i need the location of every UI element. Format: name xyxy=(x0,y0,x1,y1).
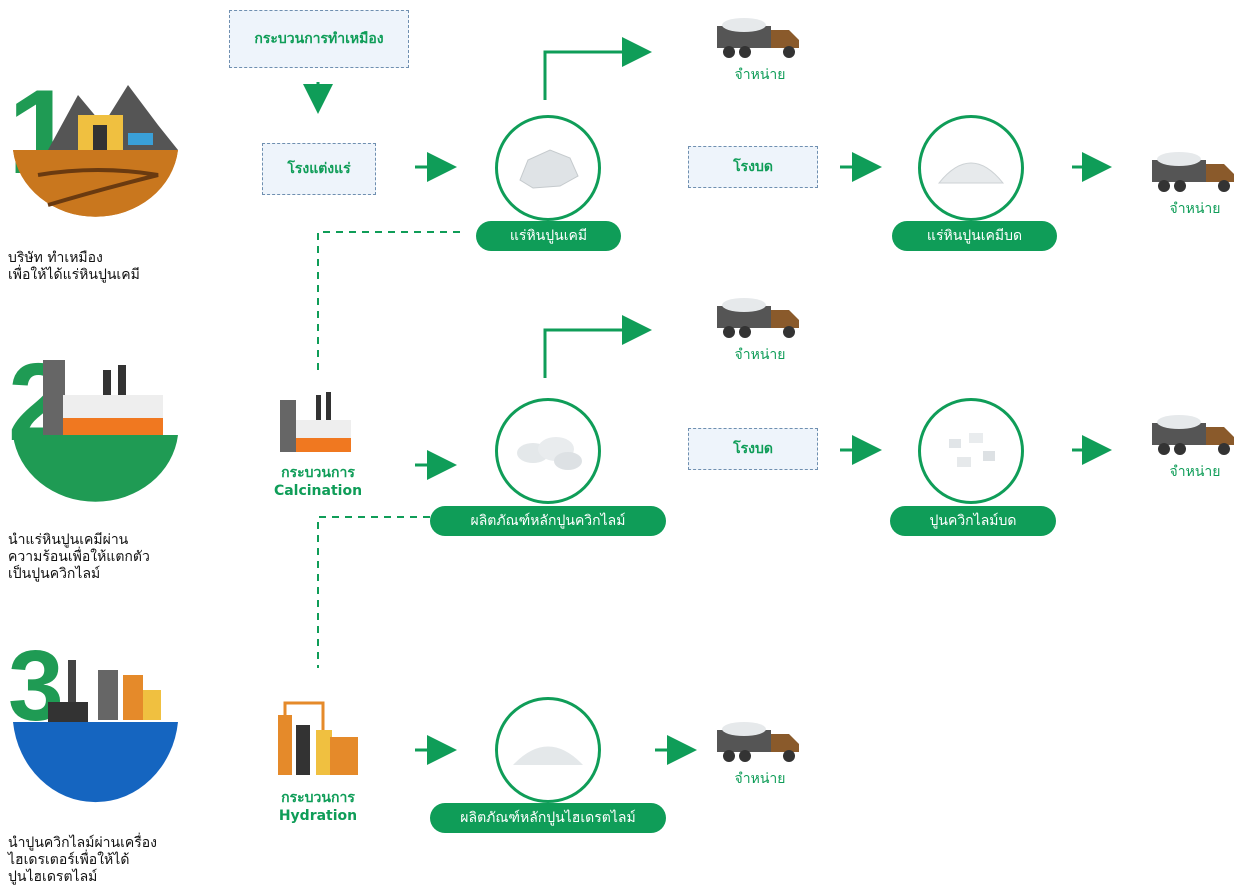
ground-limestone-circle xyxy=(918,115,1024,221)
quicklime-lumps-icon xyxy=(517,437,582,470)
step-2-illustration: 2 xyxy=(8,340,183,515)
hydration-process: กระบวนการ Hydration xyxy=(258,695,378,825)
dashed-quicklime-hydration xyxy=(317,516,430,668)
step-2-description: นำแร่หินปูนเคมีผ่าน ความร้อนเพื่อให้แตกต… xyxy=(8,532,198,583)
calcination-line-2: Calcination xyxy=(273,483,363,499)
crushed-quicklime-icon xyxy=(949,433,995,467)
powder-pile-icon xyxy=(513,746,583,765)
mining-process-box: กระบวนการทำเหมือง xyxy=(229,10,409,68)
truck-sell-3: จำหน่าย xyxy=(715,296,805,366)
limestone-circle xyxy=(495,115,601,221)
grinding-plant-label-1: โรงบด xyxy=(733,159,773,175)
step-3-description: นำปูนควิกไลม์ผ่านเครื่อง ไฮเดรเตอร์เพื่อ… xyxy=(8,835,208,886)
sell-label-1: จำหน่าย xyxy=(734,67,786,83)
mining-process-label: กระบวนการทำเหมือง xyxy=(254,31,384,47)
step-1-line-2: เพื่อให้ได้แร่หินปูนเคมี xyxy=(8,267,140,283)
ground-limestone-pill: แร่หินปูนเคมีบด xyxy=(892,221,1057,251)
ground-quicklime-pill: ปูนควิกไลม์บด xyxy=(890,506,1056,536)
quicklime-label: ผลิตภัณฑ์หลักปูนควิกไลม์ xyxy=(470,513,626,529)
sell-label-5: จำหน่าย xyxy=(734,771,786,787)
hydrated-lime-label: ผลิตภัณฑ์หลักปูนไฮเดรตไลม์ xyxy=(460,810,636,826)
limestone-pill: แร่หินปูนเคมี xyxy=(476,221,621,251)
step-1-illustration: 1 xyxy=(8,55,183,230)
sell-label-2: จำหน่าย xyxy=(1169,201,1221,217)
step-1-line-1: บริษัท ทำเหมือง xyxy=(8,250,103,266)
truck-icon xyxy=(717,722,799,762)
quicklime-pill: ผลิตภัณฑ์หลักปูนควิกไลม์ xyxy=(430,506,666,536)
hydration-line-1: กระบวนการ xyxy=(281,790,355,806)
step-2-line-1: นำแร่หินปูนเคมีผ่าน xyxy=(8,532,129,548)
step-3-illustration: 3 xyxy=(8,630,183,820)
ground-quicklime-label: ปูนควิกไลม์บด xyxy=(929,513,1017,529)
hydration-line-2: Hydration xyxy=(278,808,358,824)
crushed-limestone-icon xyxy=(937,162,1005,184)
truck-sell-2: จำหน่าย xyxy=(1150,150,1240,220)
hydrator-plant-icon xyxy=(278,701,358,775)
truck-icon xyxy=(717,18,799,58)
arrow-limestone-to-sell xyxy=(543,37,652,100)
truck-icon xyxy=(1152,415,1234,455)
processing-plant-box: โรงแต่งแร่ xyxy=(262,143,376,195)
calcination-process: กระบวนการ Calcination xyxy=(258,390,378,500)
limestone-rock-icon xyxy=(519,149,579,189)
limestone-label: แร่หินปูนเคมี xyxy=(509,228,588,244)
ground-limestone-label: แร่หินปูนเคมีบด xyxy=(926,228,1023,244)
step-1-description: บริษัท ทำเหมือง เพื่อให้ได้แร่หินปูนเคมี xyxy=(8,250,198,284)
arrow-quicklime-to-sell xyxy=(543,315,652,378)
truck-sell-5: จำหน่าย xyxy=(715,720,805,790)
truck-icon xyxy=(717,298,799,338)
grinding-plant-box-2: โรงบด xyxy=(688,428,818,470)
hydrated-lime-pill: ผลิตภัณฑ์หลักปูนไฮเดรตไลม์ xyxy=(430,803,666,833)
dashed-limestone-calcination xyxy=(317,231,460,375)
grinding-plant-label-2: โรงบด xyxy=(733,441,773,457)
sell-label-3: จำหน่าย xyxy=(734,347,786,363)
step-2-line-3: เป็นปูนควิกไลม์ xyxy=(8,566,101,582)
calcination-line-1: กระบวนการ xyxy=(281,465,355,481)
truck-icon xyxy=(1152,152,1234,192)
step-3-line-2: ไฮเดรเตอร์เพื่อให้ได้ xyxy=(8,852,130,868)
truck-sell-1: จำหน่าย xyxy=(715,16,805,86)
grinding-plant-box-1: โรงบด xyxy=(688,146,818,188)
factory-icon xyxy=(280,392,351,452)
hydrated-lime-circle xyxy=(495,697,601,803)
step-3-line-1: นำปูนควิกไลม์ผ่านเครื่อง xyxy=(8,835,157,851)
truck-sell-4: จำหน่าย xyxy=(1150,413,1240,483)
quicklime-circle xyxy=(495,398,601,504)
sell-label-4: จำหน่าย xyxy=(1169,464,1221,480)
step-2-line-2: ความร้อนเพื่อให้แตกตัว xyxy=(8,549,150,565)
step-3-line-3: ปูนไฮเดรตไลม์ xyxy=(8,869,98,885)
processing-plant-label: โรงแต่งแร่ xyxy=(287,161,351,177)
ground-quicklime-circle xyxy=(918,398,1024,504)
